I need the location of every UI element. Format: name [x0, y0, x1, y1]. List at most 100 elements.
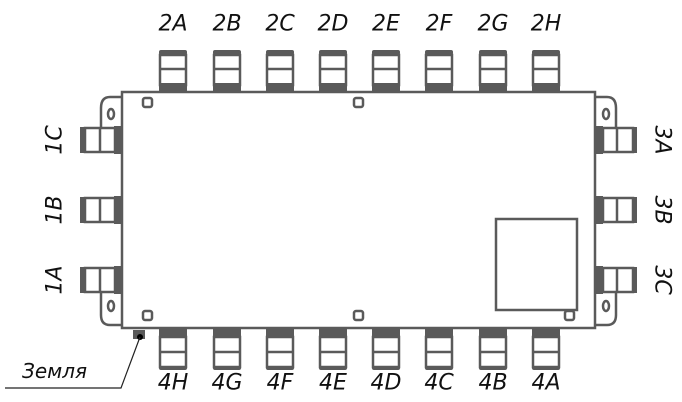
connector-base	[425, 328, 453, 337]
connector-label: 4B	[478, 371, 507, 396]
connector-4B	[478, 328, 508, 370]
connector-3A	[595, 126, 637, 154]
connector-base	[595, 196, 603, 224]
screw	[141, 96, 154, 109]
connector-nut	[80, 267, 85, 293]
connector-4A	[531, 328, 561, 370]
lug-hole	[106, 107, 116, 121]
connector-base	[319, 328, 347, 337]
connector-label: 4D	[371, 371, 402, 396]
nameplate	[494, 217, 579, 312]
connector-label: 3B	[650, 195, 675, 224]
connector-label: 2C	[265, 12, 295, 37]
connector-label: 4H	[158, 371, 189, 396]
connector-3C	[595, 266, 637, 294]
left-top-lug	[99, 95, 122, 128]
connector-nut	[372, 366, 400, 370]
connector-nut	[479, 366, 507, 370]
connector-base	[213, 83, 241, 92]
connector-base	[479, 328, 507, 337]
lug-hole	[601, 299, 611, 313]
connector-base	[372, 328, 400, 337]
connector-base	[213, 328, 241, 337]
connector-2A	[158, 50, 188, 92]
lug-hole	[601, 107, 611, 121]
connector-2E	[371, 50, 401, 92]
connector-base	[266, 328, 294, 337]
connector-nut	[213, 366, 241, 370]
connector-2G	[478, 50, 508, 92]
connector-label: 2G	[477, 12, 508, 37]
connector-nut	[266, 366, 294, 370]
connector-4C	[424, 328, 454, 370]
connector-label: 4G	[211, 371, 242, 396]
connector-1B	[80, 196, 122, 224]
connector-4H	[158, 328, 188, 370]
connector-nut	[80, 197, 85, 223]
connector-base	[595, 126, 603, 154]
screw	[563, 309, 576, 322]
enclosure-outline	[120, 90, 597, 330]
connector-label: 3C	[650, 265, 675, 295]
connectors	[80, 50, 637, 370]
connector-label: 1A	[43, 265, 68, 294]
connector-3B	[595, 196, 637, 224]
connector-label: 4A	[531, 371, 560, 396]
connector-2B	[212, 50, 242, 92]
connector-nut	[632, 267, 637, 293]
connector-labels: 2A 2B 2C 2D 2E 2F 2G 2H 4H 4G 4F 4E 4D 4C 4B 4A 1C 1B 1A 3A…	[43, 12, 675, 396]
connector-base	[425, 83, 453, 92]
ground-terminal: Земля	[5, 330, 145, 389]
connector-label: 2D	[318, 12, 349, 37]
connector-label: 2E	[372, 12, 400, 37]
connector-nut	[632, 127, 637, 153]
connector-base	[372, 83, 400, 92]
connector-2F	[424, 50, 454, 92]
connector-label: 4E	[319, 371, 347, 396]
connector-base	[319, 83, 347, 92]
connector-label: 1B	[43, 195, 68, 224]
connector-4G	[212, 328, 242, 370]
connector-base	[159, 83, 187, 92]
connector-nut	[425, 366, 453, 370]
connector-base	[532, 83, 560, 92]
right-top-lug	[595, 95, 618, 128]
connector-label: 2B	[212, 12, 241, 37]
connector-label: 4C	[424, 371, 454, 396]
connector-base	[479, 83, 507, 92]
connector-2C	[265, 50, 295, 92]
screw	[141, 309, 154, 322]
connector-nut	[532, 366, 560, 370]
connector-base	[114, 126, 122, 154]
right-bottom-lug	[595, 292, 618, 327]
connector-nut	[159, 366, 187, 370]
enclosure	[99, 90, 618, 330]
connector-nut	[632, 197, 637, 223]
screw	[352, 309, 365, 322]
screw	[352, 96, 365, 109]
connector-1C	[80, 126, 122, 154]
connector-label: 4F	[267, 371, 294, 396]
lug-hole	[106, 299, 116, 313]
connector-base	[114, 196, 122, 224]
left-bottom-lug	[99, 292, 122, 327]
connector-label: 1C	[43, 125, 68, 155]
connector-label: 2H	[531, 12, 562, 37]
connector-label: 3A	[650, 125, 675, 154]
connector-2H	[531, 50, 561, 92]
connector-4D	[371, 328, 401, 370]
connector-4F	[265, 328, 295, 370]
connector-base	[266, 83, 294, 92]
connector-nut	[80, 127, 85, 153]
connector-nut	[319, 366, 347, 370]
ground-leader-line	[5, 336, 141, 389]
connector-base	[114, 266, 122, 294]
connector-label: 2F	[426, 12, 453, 37]
connector-label: 2A	[158, 12, 187, 37]
connector-base	[159, 328, 187, 337]
connector-base	[595, 266, 603, 294]
connector-4E	[318, 328, 348, 370]
connector-base	[532, 328, 560, 337]
connector-2D	[318, 50, 348, 92]
